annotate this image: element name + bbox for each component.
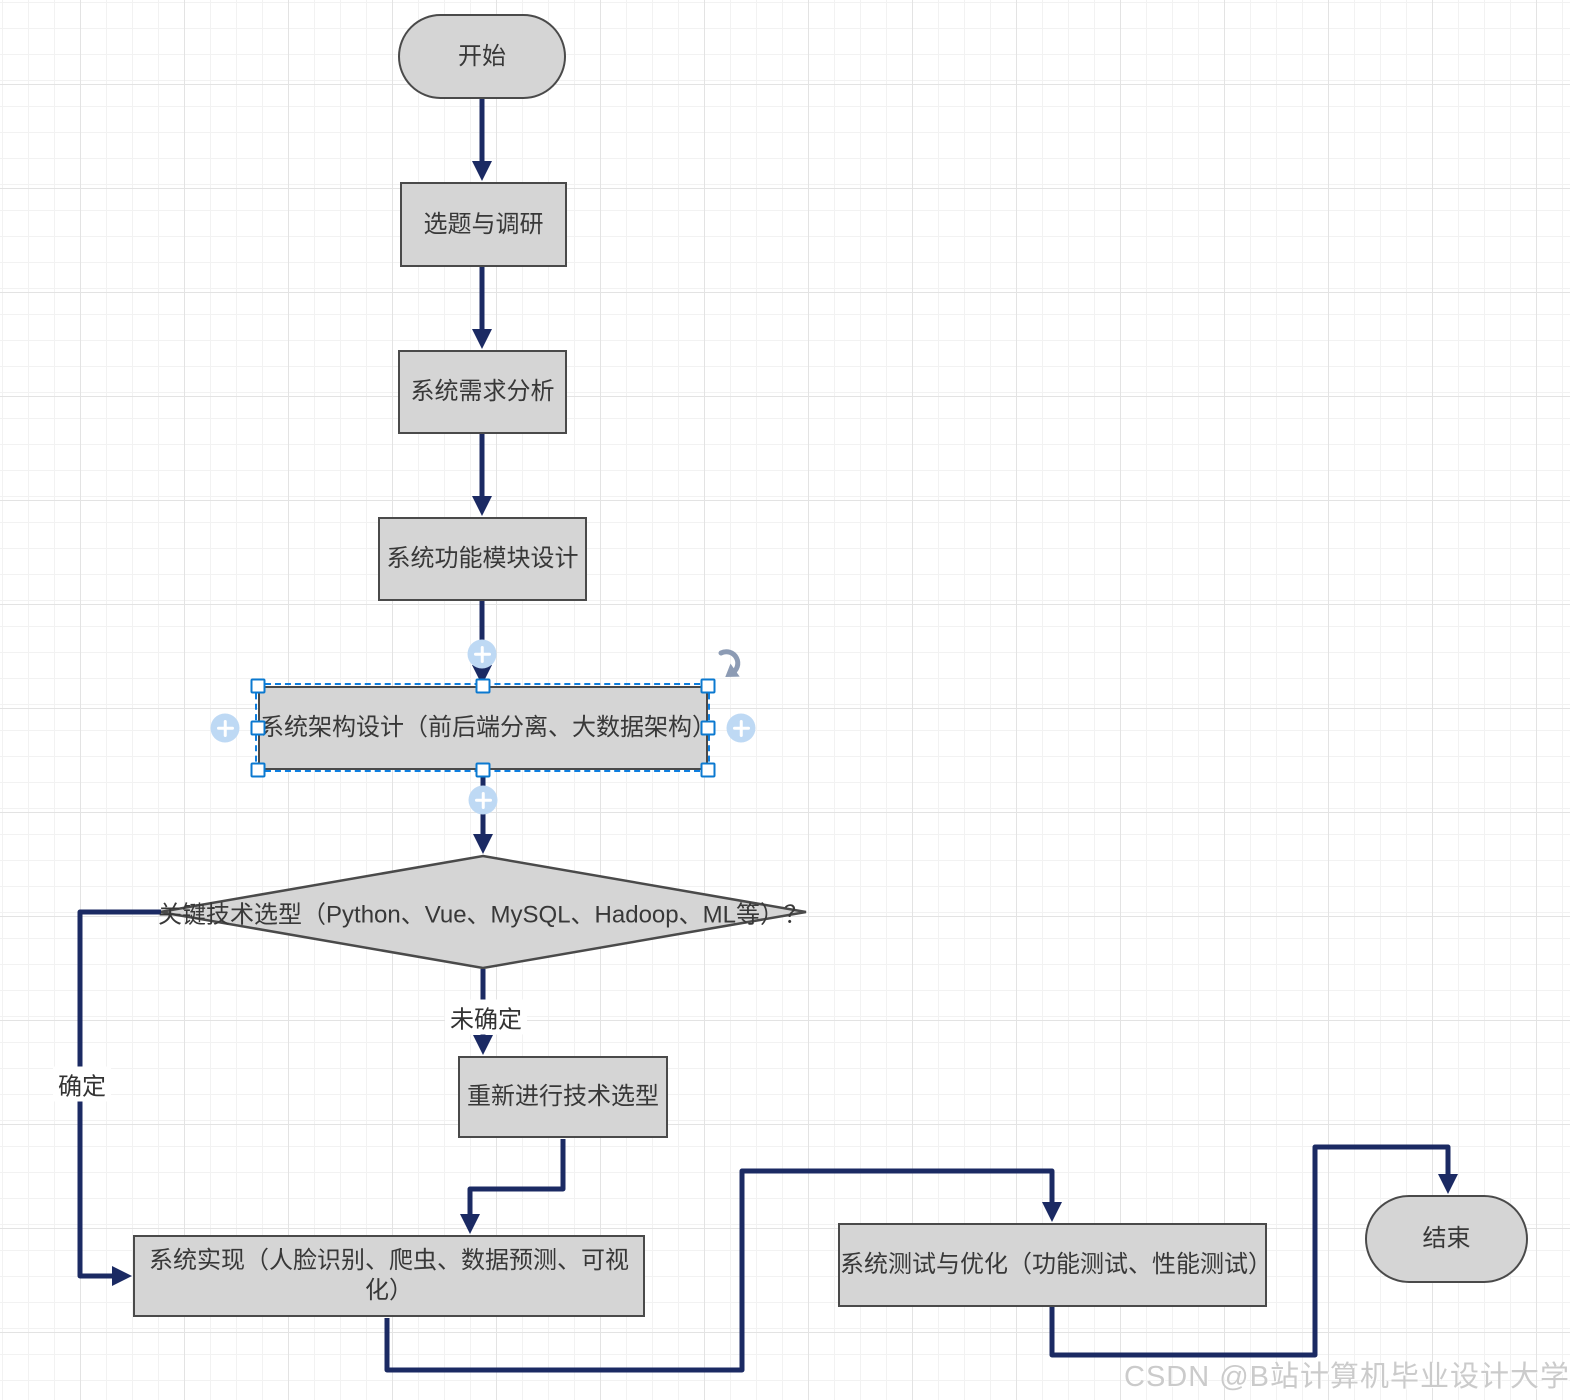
- watermark: CSDN @B站计算机毕业设计大学: [1124, 1361, 1570, 1393]
- node-start-label: 开始: [458, 42, 506, 70]
- node-requirements[interactable]: 系统需求分析: [398, 350, 567, 434]
- node-architecture-label: 系统架构设计（前后端分离、大数据架构）: [260, 714, 716, 741]
- node-architecture[interactable]: 系统架构设计（前后端分离、大数据架构）: [258, 686, 716, 770]
- rotate-icon: [718, 649, 741, 678]
- node-decision-shape[interactable]: [159, 854, 807, 970]
- edge-label-confirmed[interactable]: 确定: [53, 1066, 111, 1102]
- plus-direction-top-button[interactable]: [467, 639, 497, 669]
- resize-handle-se[interactable]: [700, 762, 716, 778]
- resize-handle-nw[interactable]: [250, 678, 266, 694]
- node-end[interactable]: 结束: [1365, 1195, 1528, 1283]
- plus-direction-right-button[interactable]: [726, 713, 756, 743]
- rotate-handle[interactable]: [710, 644, 748, 682]
- node-end-label: 结束: [1422, 1225, 1471, 1252]
- node-topic[interactable]: 选题与调研: [400, 182, 567, 267]
- node-testing-label: 系统测试与优化（功能测试、性能测试）: [840, 1251, 1272, 1278]
- resize-handle-ne[interactable]: [700, 678, 716, 694]
- resize-handle-s[interactable]: [475, 762, 491, 778]
- edge-label-not-confirmed[interactable]: 未确定: [445, 999, 527, 1035]
- connector-implementation-to-testing[interactable]: [384, 1168, 1062, 1373]
- connector-testing-to-end[interactable]: [1049, 1144, 1458, 1358]
- node-modules[interactable]: 系统功能模块设计: [378, 517, 587, 601]
- resize-handle-n[interactable]: [475, 678, 491, 694]
- resize-handle-sw[interactable]: [250, 762, 266, 778]
- node-start[interactable]: 开始: [398, 14, 566, 99]
- node-implementation-label: 系统实现（人脸识别、爬虫、数据预测、可视化）: [149, 1247, 629, 1304]
- plus-direction-left-button[interactable]: [210, 713, 240, 743]
- plus-direction-bottom-button[interactable]: [468, 785, 498, 815]
- node-requirements-label: 系统需求分析: [410, 378, 555, 405]
- resize-handle-w[interactable]: [250, 720, 266, 736]
- node-testing[interactable]: 系统测试与优化（功能测试、性能测试）: [838, 1223, 1272, 1307]
- node-topic-label: 选题与调研: [423, 210, 544, 238]
- node-reselect-label: 重新进行技术选型: [467, 1083, 659, 1110]
- selection-outline: [255, 683, 710, 772]
- connector-reselect-to-implementation[interactable]: [460, 1139, 566, 1234]
- node-decision-label[interactable]: 关键技术选型（Python、Vue、MySQL、Hadoop、ML等）？: [158, 901, 808, 929]
- node-modules-label: 系统功能模块设计: [386, 545, 579, 572]
- node-implementation[interactable]: 系统实现（人脸识别、爬虫、数据预测、可视化）: [133, 1235, 645, 1317]
- node-reselect[interactable]: 重新进行技术选型: [458, 1056, 668, 1138]
- resize-handle-e[interactable]: [700, 720, 716, 736]
